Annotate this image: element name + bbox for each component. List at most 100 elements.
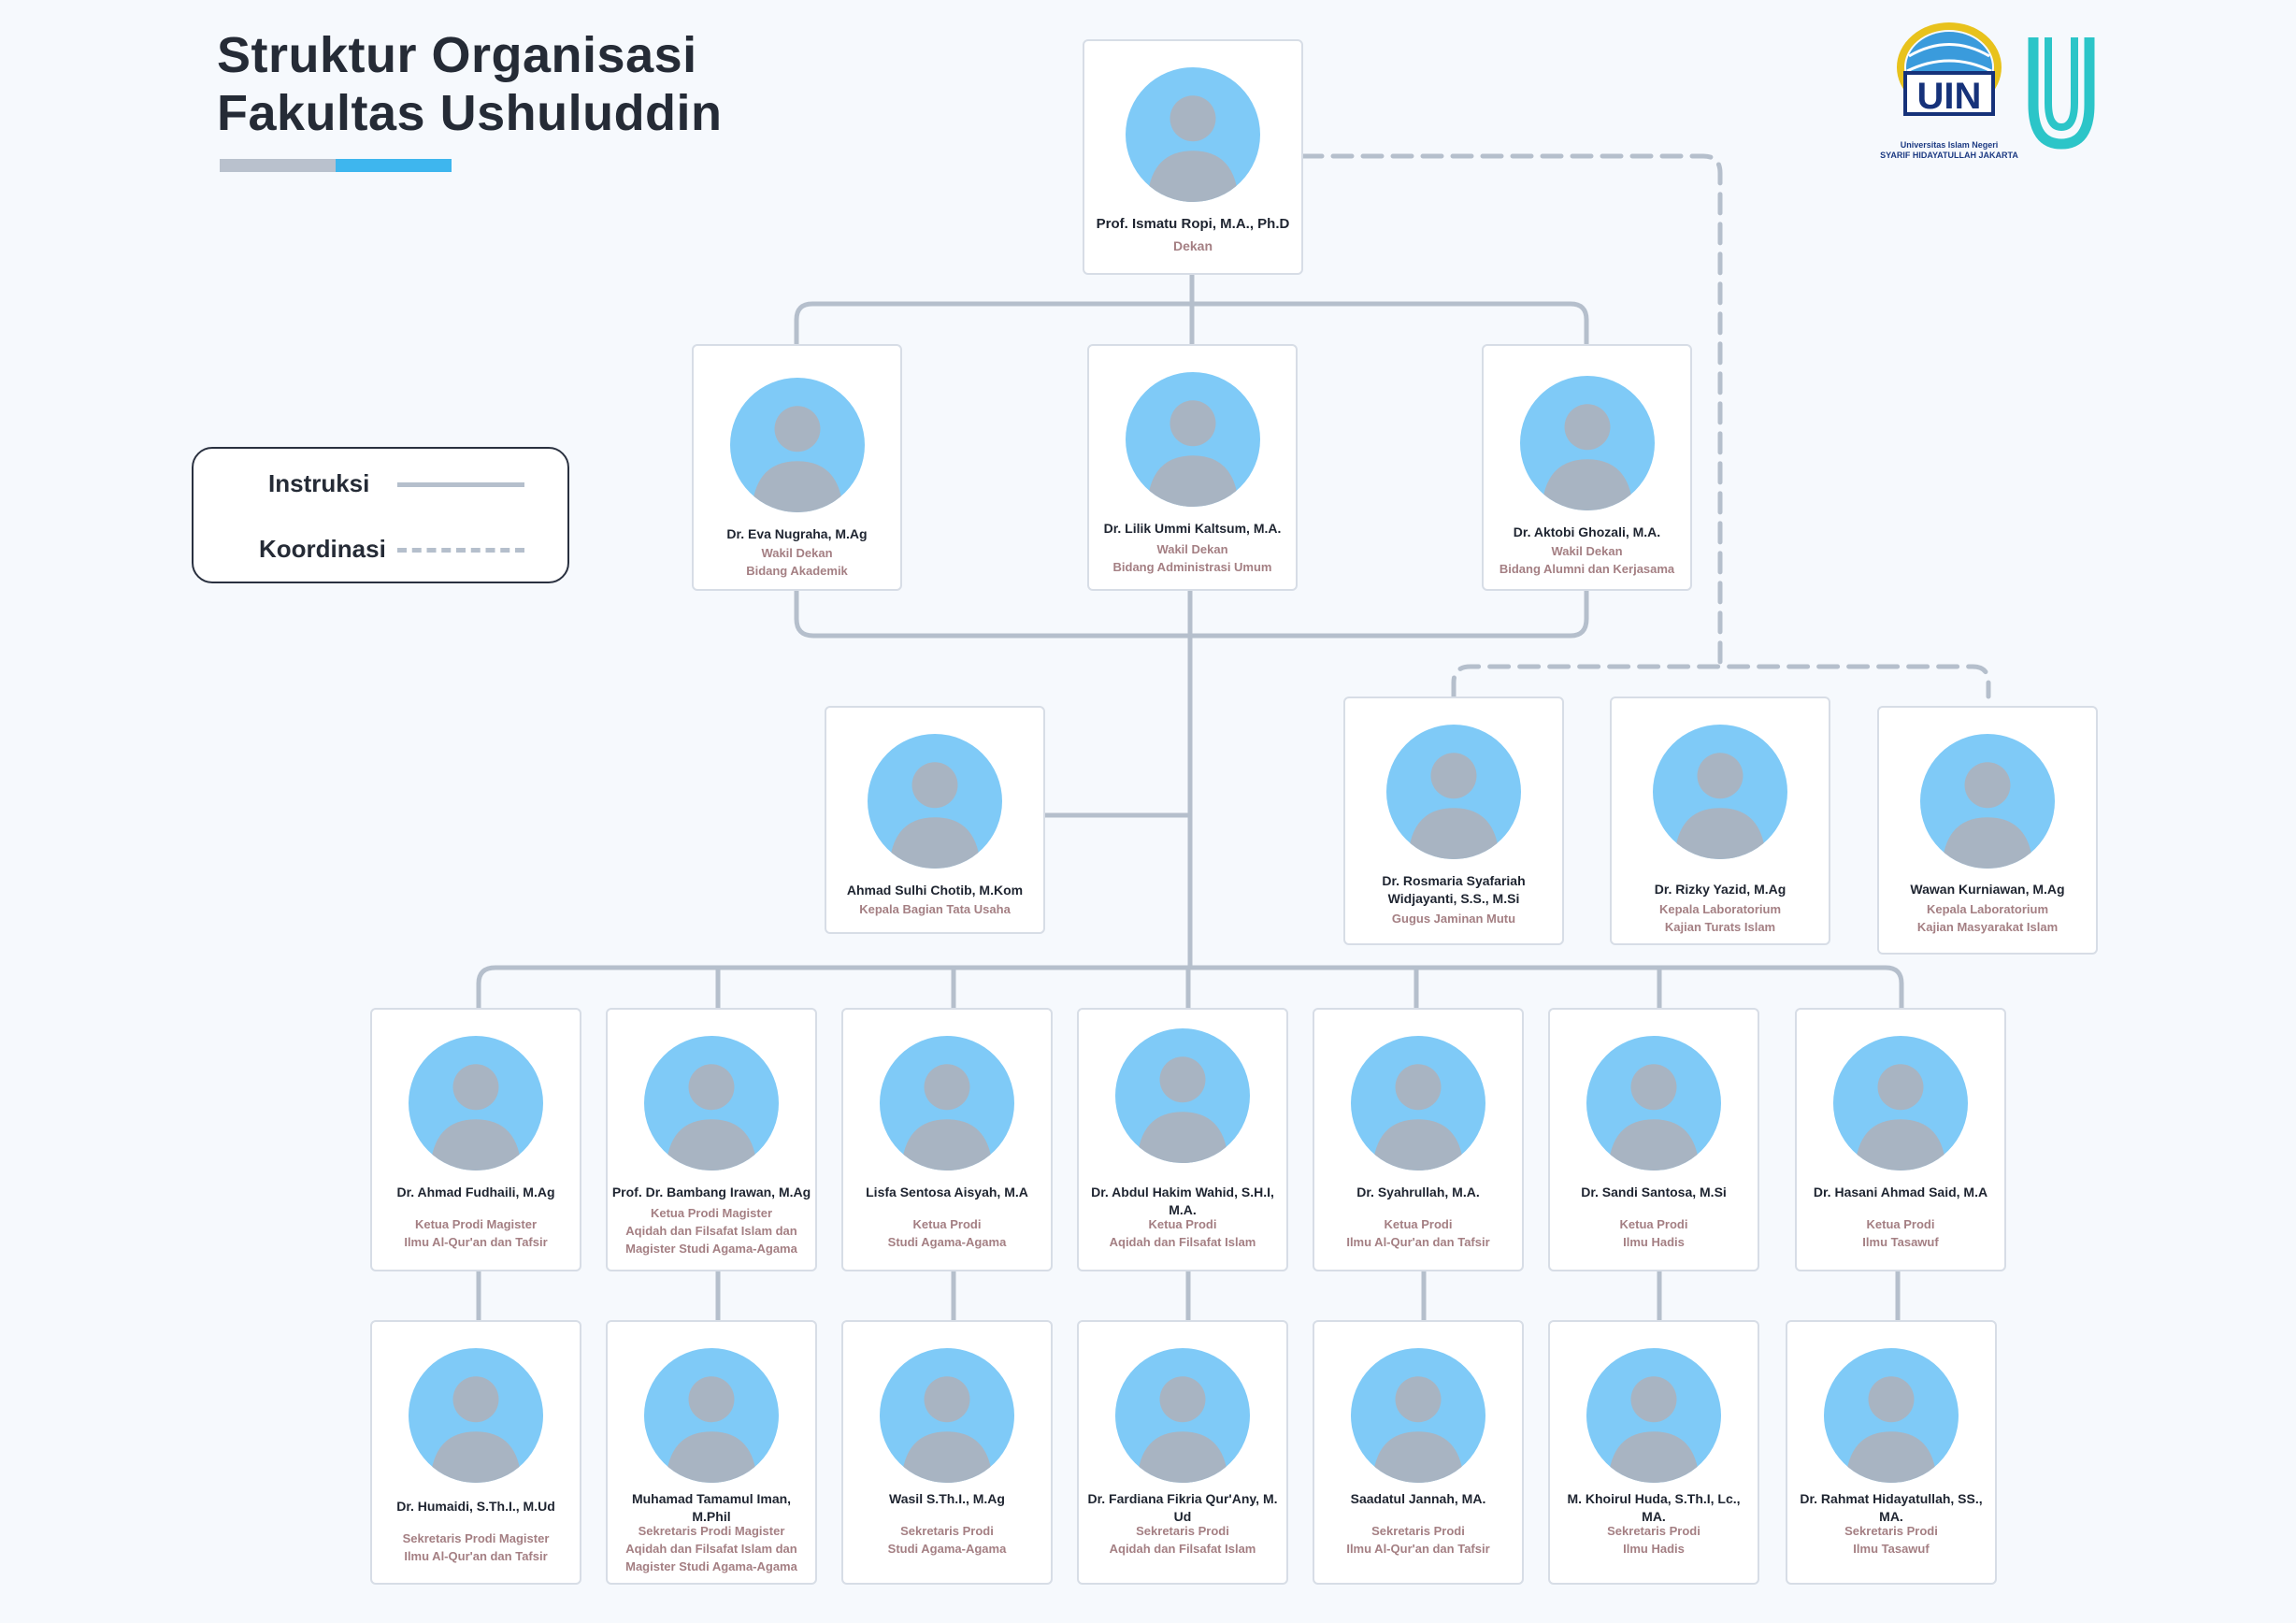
person-role: Ketua Prodi Magister Ilmu Al-Qur'an dan …: [404, 1217, 548, 1249]
person-photo-icon: [901, 1064, 993, 1171]
person-photo-icon: [889, 762, 981, 869]
card-vice-dean-academic: Dr. Eva Nugraha, M.Ag Wakil Dekan Bidang…: [692, 344, 902, 591]
person-role: Sekretaris Prodi Magister Aqidah dan Fil…: [625, 1524, 797, 1573]
person-name: Lisfa Sentosa Aisyah, M.A: [866, 1185, 1028, 1199]
person-photo-icon: [1372, 1064, 1464, 1171]
person-name: Dr. Eva Nugraha, M.Ag: [726, 526, 868, 541]
avatar: [1653, 725, 1787, 859]
person-role: Wakil Dekan Bidang Alumni dan Kerjasama: [1499, 544, 1675, 576]
avatar: [868, 734, 1002, 869]
avatar: [409, 1348, 543, 1483]
ushuluddin-logo: USHULUDDIN: [2024, 32, 2099, 153]
avatar: [1115, 1028, 1250, 1163]
person-photo-icon: [1942, 762, 2033, 869]
page-title: Struktur Organisasi Fakultas Ushuluddin: [217, 26, 723, 142]
person-role: Ketua Prodi Ilmu Tasawuf: [1862, 1217, 1939, 1249]
person-photo-icon: [1137, 1376, 1228, 1483]
person-role: Ketua Prodi Ilmu Al-Qur'an dan Tafsir: [1346, 1217, 1490, 1249]
person-photo-icon: [1408, 753, 1500, 859]
person-photo-icon: [666, 1064, 757, 1171]
person-photo-icon: [430, 1064, 522, 1171]
person-role: Sekretaris Prodi Ilmu Al-Qur'an dan Tafs…: [1346, 1524, 1490, 1556]
person-name: Prof. Ismatu Ropi, M.A., Ph.D: [1096, 216, 1290, 232]
avatar: [1386, 725, 1521, 859]
card-quality-assurance: Dr. Rosmaria Syafariah Widjayanti, S.S.,…: [1343, 697, 1564, 945]
uin-line-1: Universitas Islam Negeri: [1900, 140, 1999, 150]
person-role: Ketua Prodi Magister Aqidah dan Filsafat…: [625, 1206, 797, 1256]
person-name: Muhamad Tamamul Iman, M.Phil: [631, 1491, 792, 1524]
avatar: [880, 1036, 1014, 1171]
avatar: [1126, 67, 1260, 202]
person-name: Dr. Ahmad Fudhaili, M.Ag: [396, 1185, 555, 1199]
person-photo-icon: [1147, 95, 1239, 202]
card-vice-dean-admin: Dr. Lilik Ummi Kaltsum, M.A. Wakil Dekan…: [1087, 344, 1298, 591]
person-role: Wakil Dekan Bidang Akademik: [746, 546, 848, 578]
person-role: Sekretaris Prodi Aqidah dan Filsafat Isl…: [1109, 1524, 1256, 1556]
person-photo-icon: [1372, 1376, 1464, 1483]
person-name: Ahmad Sulhi Chotib, M.Kom: [846, 883, 1024, 898]
person-photo-icon: [1845, 1376, 1937, 1483]
person-name: Dr. Rizky Yazid, M.Ag: [1654, 882, 1787, 897]
person-name: Dr. Hasani Ahmad Said, M.A: [1813, 1185, 1988, 1199]
person-photo-icon: [1146, 400, 1239, 507]
person-photo-icon: [901, 1376, 993, 1483]
card-dean: Prof. Ismatu Ropi, M.A., Ph.D Dekan: [1083, 39, 1303, 275]
avatar: [1351, 1036, 1485, 1171]
legend-coordination-line: [397, 548, 524, 553]
avatar: [1351, 1348, 1485, 1483]
uin-globe-icon: UIN: [1897, 22, 2002, 117]
person-name: Dr. Rosmaria Syafariah Widjayanti, S.S.,…: [1382, 873, 1526, 906]
person-role: Dekan: [1172, 238, 1213, 253]
avatar: [1115, 1348, 1250, 1483]
card-sekretaris-prodi-5: Saadatul Jannah, MA. Sekretaris Prodi Il…: [1313, 1320, 1524, 1585]
person-photo-icon: [1541, 404, 1633, 510]
person-role: Kepala Bagian Tata Usaha: [859, 902, 1011, 916]
legend-coordination-label: Koordinasi: [259, 535, 386, 563]
card-sekretaris-prodi-2: Muhamad Tamamul Iman, M.Phil Sekretaris …: [606, 1320, 817, 1585]
person-name: Saadatul Jannah, MA.: [1350, 1491, 1486, 1506]
card-ketua-prodi-5: Dr. Syahrullah, M.A. Ketua Prodi Ilmu Al…: [1313, 1008, 1524, 1271]
avatar: [1125, 372, 1260, 507]
person-role: Sekretaris Prodi Studi Agama-Agama: [887, 1524, 1007, 1556]
person-photo-icon: [751, 406, 843, 512]
ushuluddin-mark-text: USHULUDDIN: [2069, 39, 2078, 95]
coordination-line-bar: [1451, 664, 1991, 699]
card-head-administration: Ahmad Sulhi Chotib, M.Kom Kepala Bagian …: [825, 706, 1045, 934]
person-name: Dr. Rahmat Hidayatullah, SS., MA.: [1800, 1491, 1983, 1524]
card-ketua-prodi-6: Dr. Sandi Santosa, M.Si Ketua Prodi Ilmu…: [1548, 1008, 1759, 1271]
uin-logo: UIN Universitas Islam Negeri SYARIF HIDA…: [1880, 19, 2018, 160]
person-photo-icon: [1608, 1376, 1700, 1483]
card-sekretaris-prodi-3: Wasil S.Th.I., M.Ag Sekretaris Prodi Stu…: [841, 1320, 1053, 1585]
avatar: [1833, 1036, 1968, 1171]
person-role: Sekretaris Prodi Ilmu Hadis: [1607, 1524, 1700, 1556]
person-name: Dr. Fardiana Fikria Qur'Any, M. Ud: [1087, 1491, 1278, 1524]
person-name: Prof. Dr. Bambang Irawan, M.Ag: [611, 1185, 811, 1199]
title-underline: [220, 159, 452, 172]
avatar: [1586, 1348, 1721, 1483]
person-photo-icon: [1674, 753, 1766, 859]
person-name: Dr. Syahrullah, M.A.: [1356, 1185, 1480, 1199]
card-vice-dean-alumni: Dr. Aktobi Ghozali, M.A. Wakil Dekan Bid…: [1482, 344, 1692, 591]
card-lab-turats: Dr. Rizky Yazid, M.Ag Kepala Laboratoriu…: [1610, 697, 1830, 945]
person-photo-icon: [1608, 1064, 1700, 1171]
person-photo-icon: [1855, 1064, 1946, 1171]
title-line-1: Struktur Organisasi: [217, 27, 697, 83]
person-photo-icon: [430, 1376, 522, 1483]
person-name: Dr. Abdul Hakim Wahid, S.H.I, M.A.: [1091, 1185, 1274, 1217]
card-sekretaris-prodi-7: Dr. Rahmat Hidayatullah, SS., MA. Sekret…: [1786, 1320, 1997, 1585]
avatar: [644, 1348, 779, 1483]
card-ketua-prodi-2: Prof. Dr. Bambang Irawan, M.Ag Ketua Pro…: [606, 1008, 817, 1271]
card-sekretaris-prodi-1: Dr. Humaidi, S.Th.I., M.Ud Sekretaris Pr…: [370, 1320, 581, 1585]
avatar: [1586, 1036, 1721, 1171]
person-role: Ketua Prodi Aqidah dan Filsafat Islam: [1109, 1217, 1256, 1249]
person-role: Kepala Laboratorium Kajian Masyarakat Is…: [1916, 902, 2059, 934]
avatar: [1519, 376, 1655, 510]
card-lab-masyarakat: Wawan Kurniawan, M.Ag Kepala Laboratoriu…: [1877, 706, 2098, 955]
legend: Instruksi Koordinasi: [192, 447, 569, 583]
legend-instruction-line: [397, 482, 524, 487]
person-role: Kepala Laboratorium Kajian Turats Islam: [1658, 902, 1782, 934]
card-ketua-prodi-3: Lisfa Sentosa Aisyah, M.A Ketua Prodi St…: [841, 1008, 1053, 1271]
person-name: Dr. Humaidi, S.Th.I., M.Ud: [396, 1499, 555, 1514]
person-photo-icon: [1137, 1056, 1228, 1163]
